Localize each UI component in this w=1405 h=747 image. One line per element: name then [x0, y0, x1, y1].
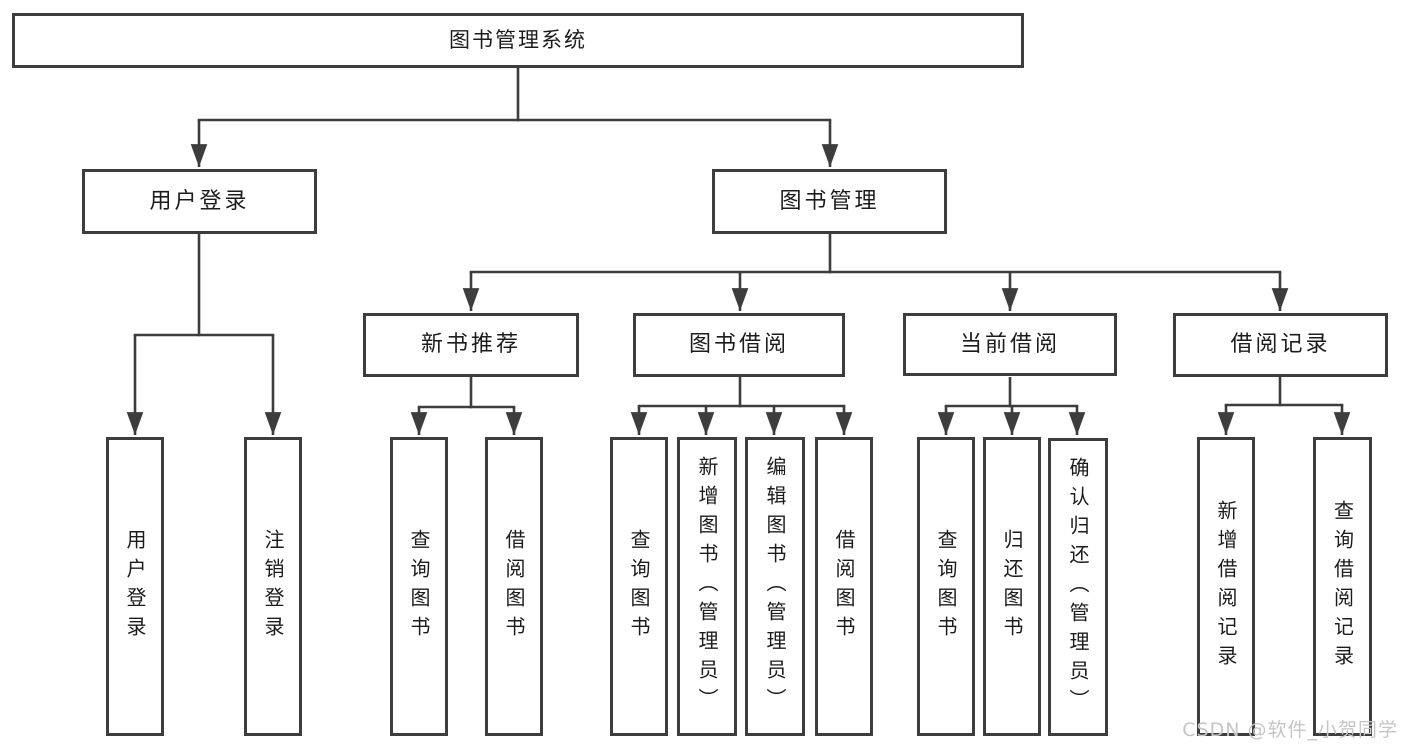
leaf-add-book-admin: 新增图书（管理员）	[677, 437, 737, 736]
leaf-return-book: 归还图书	[983, 437, 1041, 736]
node-book-borrowing: 图书借阅	[633, 313, 845, 377]
leaf-confirm-return-admin: 确认归还（管理员）	[1048, 438, 1108, 736]
leaf-logout: 注销登录	[244, 437, 302, 736]
node-root: 图书管理系统	[12, 13, 1024, 68]
leaf-query-books-3: 查询图书	[917, 437, 975, 736]
node-book-management: 图书管理	[712, 169, 947, 234]
node-current-borrowing: 当前借阅	[903, 313, 1117, 376]
leaf-user-login: 用户登录	[106, 437, 164, 736]
node-user-login: 用户登录	[82, 169, 317, 234]
node-new-book-recommend: 新书推荐	[363, 313, 579, 377]
node-borrowing-records: 借阅记录	[1173, 313, 1388, 377]
leaf-borrow-books-1: 借阅图书	[485, 437, 543, 736]
leaf-query-books-1: 查询图书	[390, 437, 448, 736]
leaf-edit-book-admin: 编辑图书（管理员）	[745, 437, 805, 736]
leaf-query-borrow-record: 查询借阅记录	[1313, 437, 1372, 736]
leaf-query-books-2: 查询图书	[610, 437, 668, 736]
leaf-borrow-books-2: 借阅图书	[815, 437, 873, 736]
watermark: CSDN @软件_小贺同学	[1182, 719, 1398, 741]
leaf-add-borrow-record: 新增借阅记录	[1197, 437, 1255, 736]
